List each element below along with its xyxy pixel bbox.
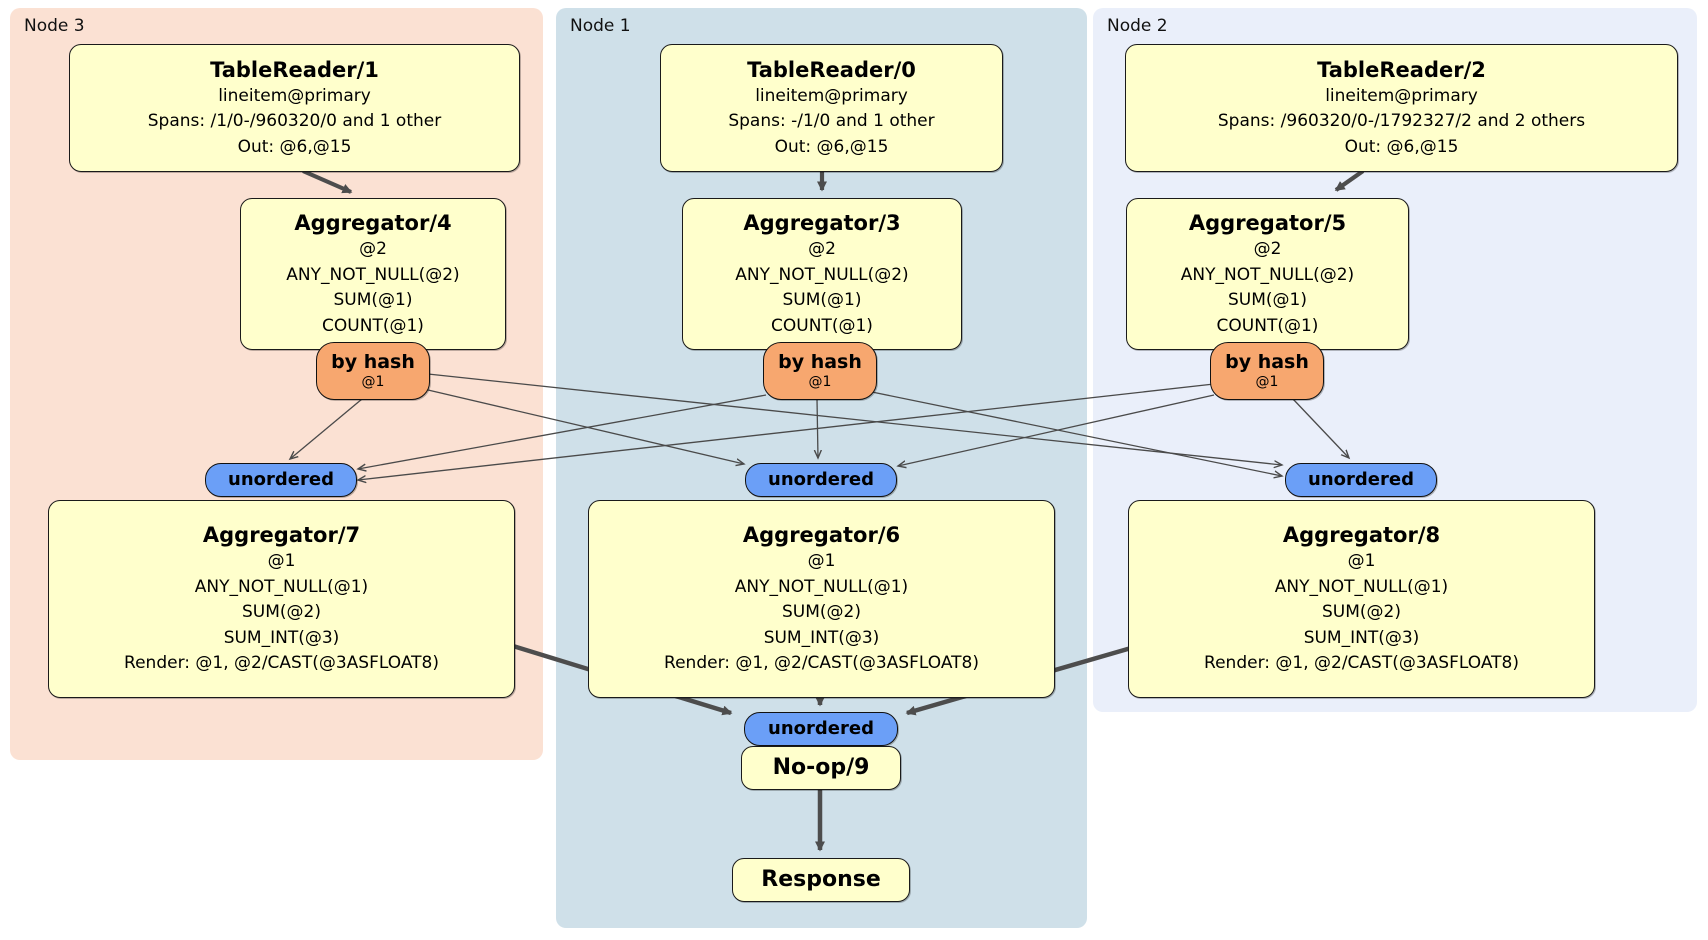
tablereader-2-title: TableReader/2 [1317, 57, 1486, 82]
aggregator-5-title: Aggregator/5 [1188, 210, 1347, 235]
aggregator-8-title: Aggregator/8 [1282, 523, 1441, 548]
node-group-3-label: Node 3 [24, 16, 85, 36]
unordered-sync-7: unordered [205, 463, 357, 497]
response-box: Response [732, 858, 910, 902]
tablereader-1-spans: Spans: /1/0-/960320/0 and 1 other [147, 111, 442, 132]
unordered-sync-6-label: unordered [768, 469, 874, 490]
aggregator-4-line: COUNT(@1) [322, 315, 424, 336]
aggregator-8-line: SUM_INT(@3) [1303, 627, 1420, 648]
aggregator-5-box: Aggregator/5 @2 ANY_NOT_NULL(@2) SUM(@1)… [1126, 198, 1409, 350]
byhash-router-4-label: by hash [331, 351, 415, 374]
tablereader-0-box: TableReader/0 lineitem@primary Spans: -/… [660, 44, 1003, 172]
tablereader-2-index: lineitem@primary [1325, 85, 1478, 106]
aggregator-4-title: Aggregator/4 [294, 210, 452, 235]
aggregator-4-line: SUM(@1) [333, 290, 413, 311]
aggregator-7-line: SUM(@2) [242, 602, 321, 623]
aggregator-6-line: ANY_NOT_NULL(@1) [734, 576, 909, 597]
aggregator-3-box: Aggregator/3 @2 ANY_NOT_NULL(@2) SUM(@1)… [682, 198, 962, 350]
byhash-router-4-key: @1 [361, 374, 385, 390]
tablereader-1-box: TableReader/1 lineitem@primary Spans: /1… [69, 44, 520, 172]
aggregator-3-line: COUNT(@1) [771, 315, 873, 336]
aggregator-7-line: @1 [267, 551, 296, 572]
unordered-sync-8-label: unordered [1308, 469, 1414, 490]
aggregator-4-line: @2 [359, 239, 387, 260]
tablereader-1-title: TableReader/1 [210, 57, 379, 82]
tablereader-0-title: TableReader/0 [747, 57, 916, 82]
aggregator-5-line: ANY_NOT_NULL(@2) [1180, 264, 1355, 285]
unordered-sync-final: unordered [744, 712, 898, 746]
noop-9-title: No-op/9 [772, 755, 870, 781]
byhash-router-3: by hash @1 [763, 342, 877, 400]
response-title: Response [761, 867, 881, 893]
aggregator-3-title: Aggregator/3 [743, 210, 901, 235]
node-group-1-label: Node 1 [570, 16, 631, 36]
tablereader-2-box: TableReader/2 lineitem@primary Spans: /9… [1125, 44, 1678, 172]
aggregator-8-box: Aggregator/8 @1 ANY_NOT_NULL(@1) SUM(@2)… [1128, 500, 1595, 698]
aggregator-5-line: COUNT(@1) [1216, 315, 1319, 336]
tablereader-0-index: lineitem@primary [755, 85, 908, 106]
aggregator-7-render: Render: @1, @2/CAST(@3ASFLOAT8) [124, 653, 439, 674]
byhash-router-5-label: by hash [1225, 351, 1309, 374]
aggregator-6-line: SUM(@2) [782, 602, 861, 623]
aggregator-6-line: @1 [807, 551, 836, 572]
unordered-sync-8: unordered [1285, 463, 1437, 497]
aggregator-8-line: ANY_NOT_NULL(@1) [1274, 576, 1449, 597]
aggregator-8-line: SUM(@2) [1322, 602, 1401, 623]
aggregator-8-render: Render: @1, @2/CAST(@3ASFLOAT8) [1204, 653, 1519, 674]
aggregator-6-line: SUM_INT(@3) [763, 627, 880, 648]
tablereader-1-out: Out: @6,@15 [237, 136, 352, 157]
aggregator-4-line: ANY_NOT_NULL(@2) [286, 264, 460, 285]
byhash-router-3-key: @1 [808, 374, 832, 390]
unordered-sync-6: unordered [745, 463, 897, 497]
byhash-router-5: by hash @1 [1210, 342, 1324, 400]
tablereader-0-spans: Spans: -/1/0 and 1 other [728, 111, 935, 132]
aggregator-7-title: Aggregator/7 [202, 523, 361, 548]
byhash-router-5-key: @1 [1255, 374, 1279, 390]
unordered-sync-7-label: unordered [228, 469, 334, 490]
aggregator-6-title: Aggregator/6 [742, 523, 901, 548]
aggregator-3-line: ANY_NOT_NULL(@2) [735, 264, 909, 285]
tablereader-2-spans: Spans: /960320/0-/1792327/2 and 2 others [1217, 111, 1586, 132]
tablereader-0-out: Out: @6,@15 [774, 136, 889, 157]
aggregator-8-line: @1 [1347, 551, 1376, 572]
aggregator-3-line: SUM(@1) [782, 290, 862, 311]
unordered-sync-final-label: unordered [768, 718, 874, 739]
aggregator-7-line: SUM_INT(@3) [223, 627, 340, 648]
aggregator-6-render: Render: @1, @2/CAST(@3ASFLOAT8) [664, 653, 979, 674]
tablereader-2-out: Out: @6,@15 [1344, 136, 1459, 157]
node-group-2-label: Node 2 [1107, 16, 1168, 36]
tablereader-1-index: lineitem@primary [218, 85, 371, 106]
aggregator-5-line: SUM(@1) [1228, 290, 1307, 311]
byhash-router-3-label: by hash [778, 351, 862, 374]
aggregator-5-line: @2 [1253, 239, 1282, 260]
aggregator-7-line: ANY_NOT_NULL(@1) [194, 576, 369, 597]
aggregator-7-box: Aggregator/7 @1 ANY_NOT_NULL(@1) SUM(@2)… [48, 500, 515, 698]
noop-9-box: No-op/9 [741, 746, 901, 790]
byhash-router-4: by hash @1 [316, 342, 430, 400]
aggregator-6-box: Aggregator/6 @1 ANY_NOT_NULL(@1) SUM(@2)… [588, 500, 1055, 698]
aggregator-3-line: @2 [808, 239, 836, 260]
aggregator-4-box: Aggregator/4 @2 ANY_NOT_NULL(@2) SUM(@1)… [240, 198, 506, 350]
